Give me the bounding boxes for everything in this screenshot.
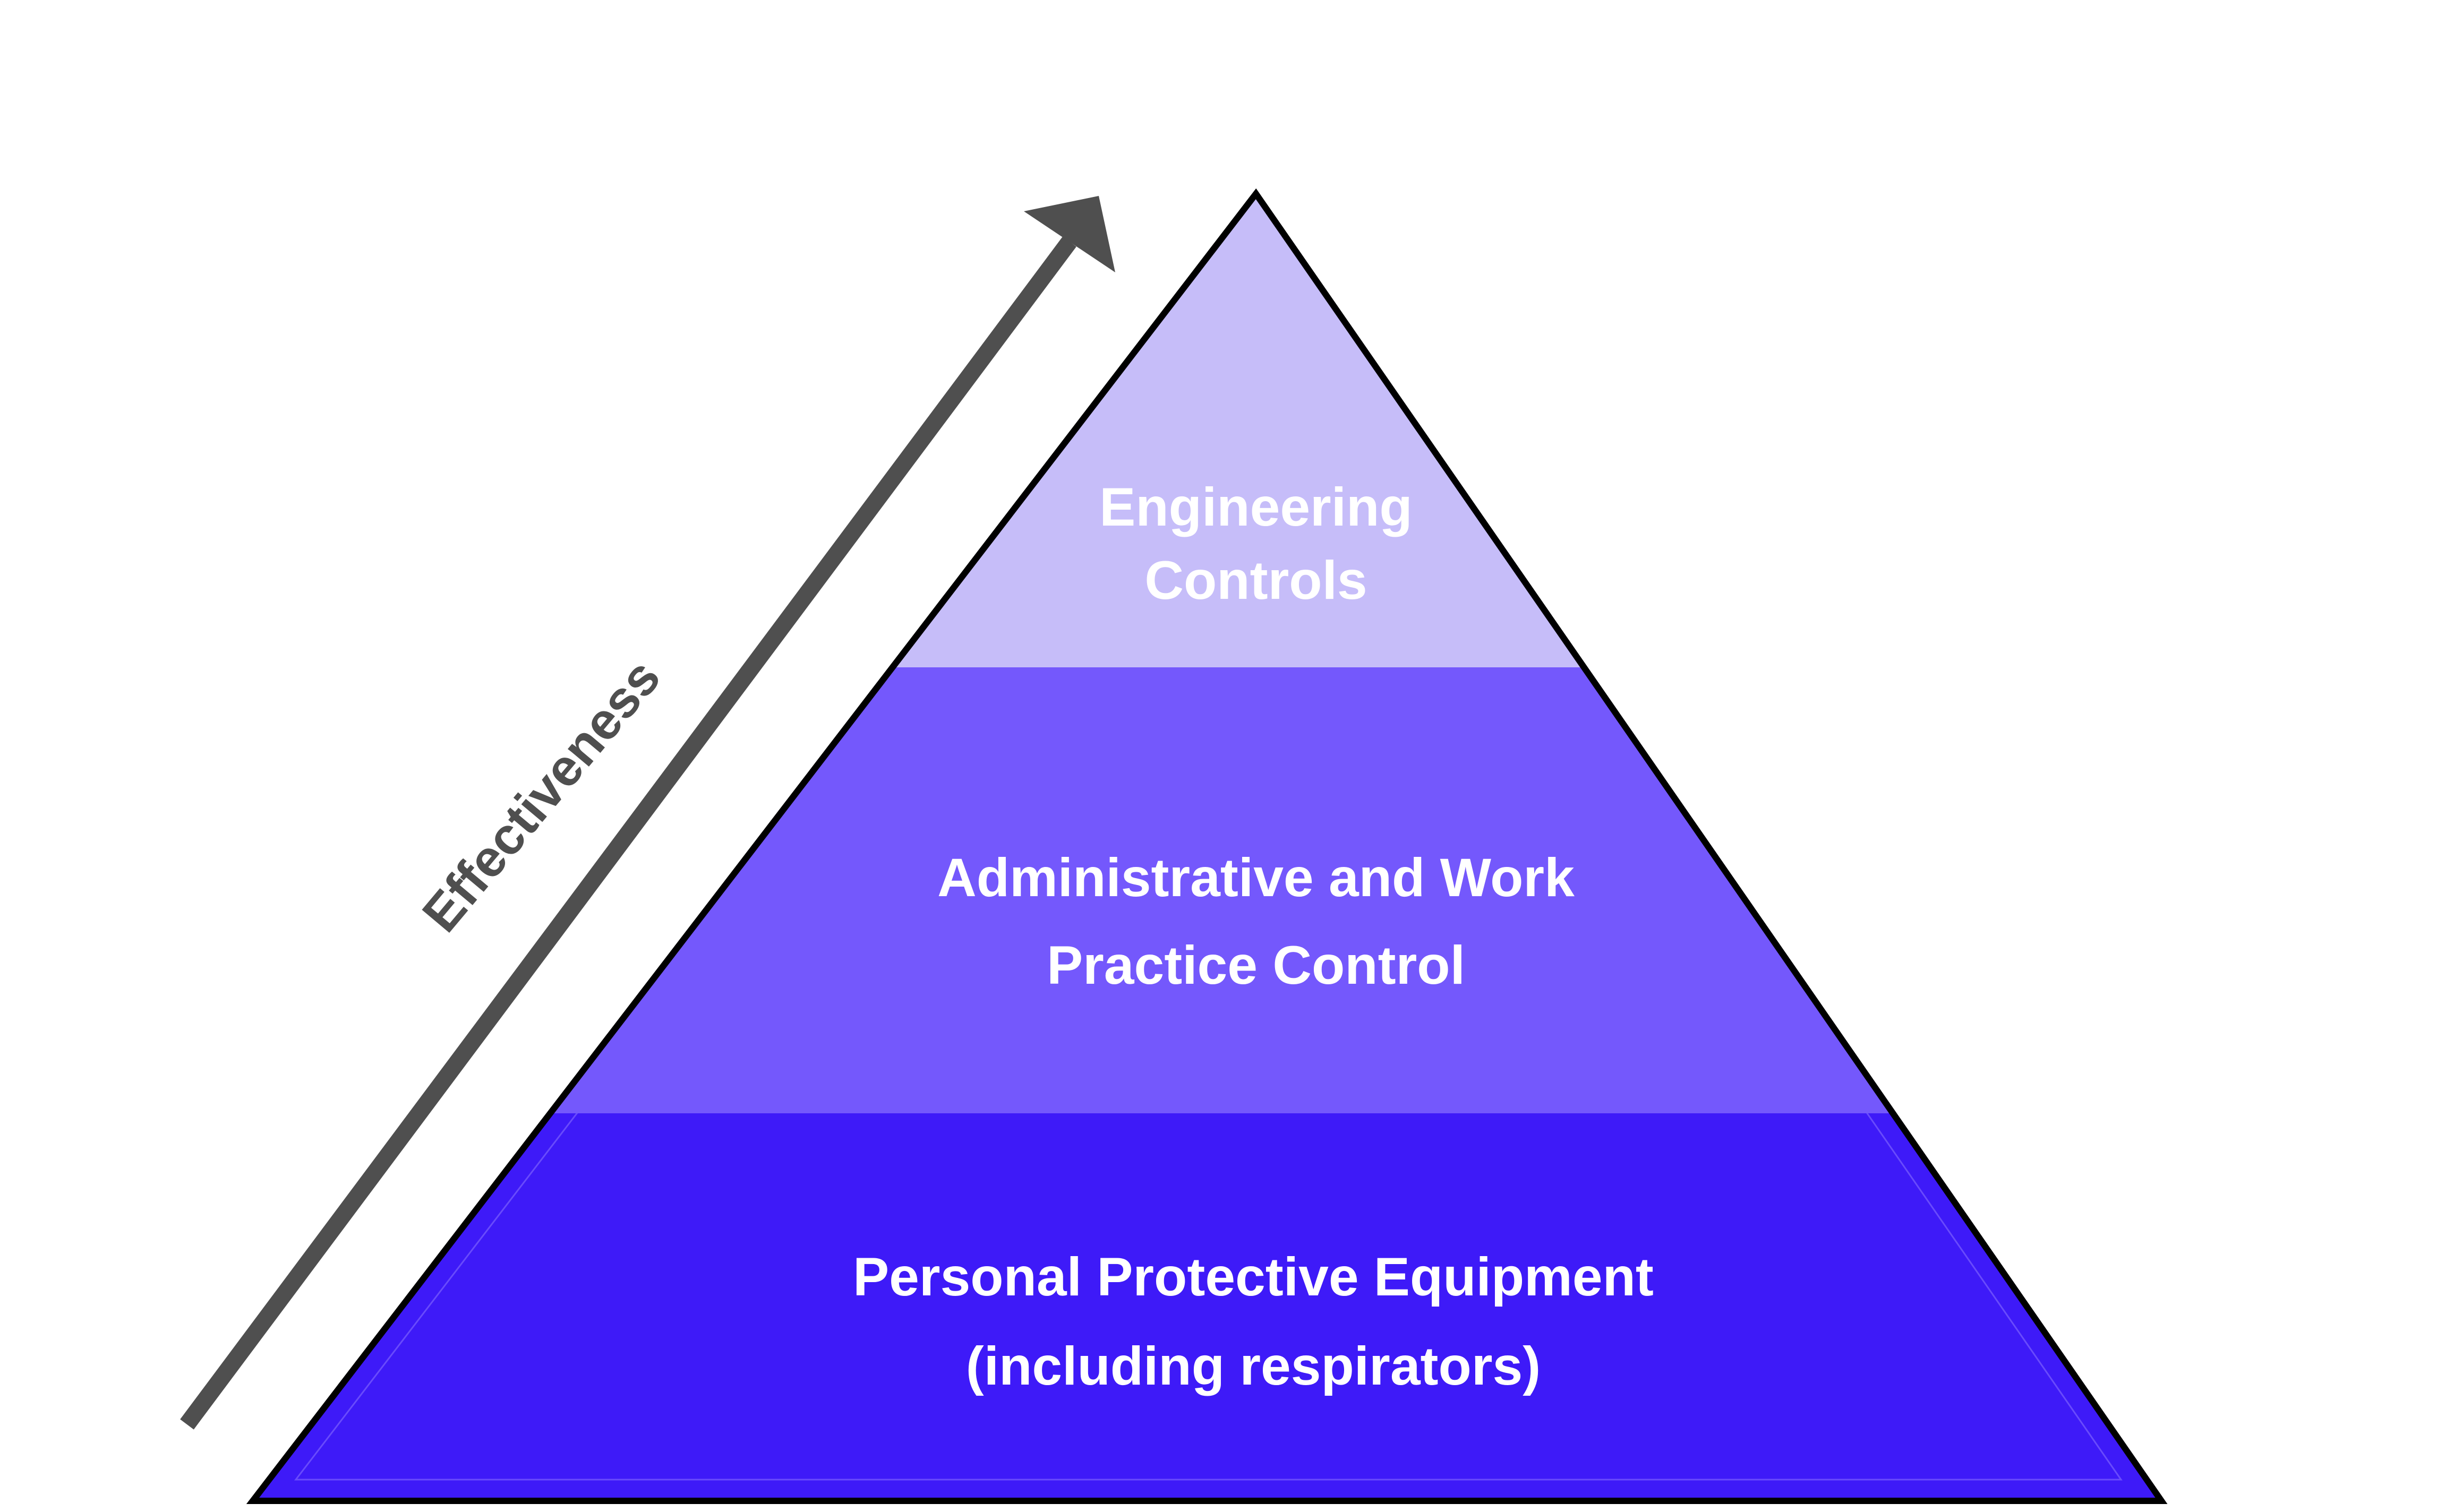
- pyramid-outline: [246, 188, 2168, 1504]
- tier-label-engineering-line1: Engineering: [1099, 477, 1412, 537]
- effectiveness-arrowhead-icon: [1024, 196, 1115, 272]
- pyramid-tier-engineering-controls: [893, 194, 1584, 667]
- tier-label-administrative-line1: Administrative and Work: [937, 847, 1575, 908]
- inner-outline-artifact: [294, 1113, 2123, 1481]
- effectiveness-arrow-shaft: [180, 236, 1076, 1430]
- tier-label-ppe-line1: Personal Protective Equipment: [853, 1247, 1654, 1307]
- tier-label-engineering-line2: Controls: [1144, 550, 1367, 611]
- tier-label-administrative-line2: Practice Control: [1047, 935, 1465, 995]
- tier-label-ppe-line2: (including respirators): [966, 1336, 1541, 1396]
